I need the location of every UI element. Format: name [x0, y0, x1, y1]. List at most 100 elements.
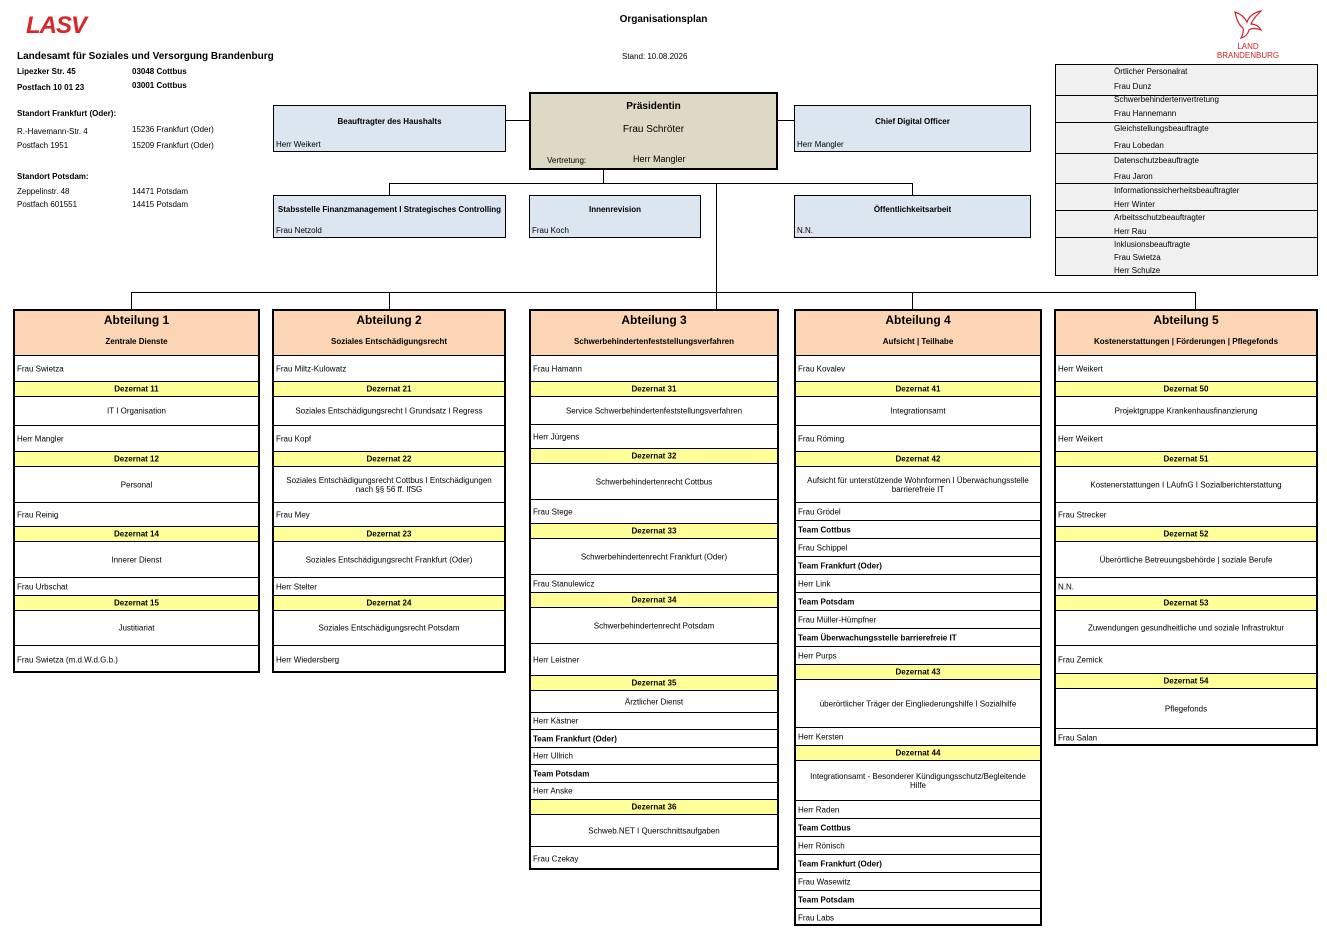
- side-person: Frau Lobedan: [1114, 141, 1164, 150]
- connector-line: [716, 183, 717, 309]
- dezernat-label: Dezernat 11: [15, 381, 258, 396]
- side-panel: Örtlicher Personalrat Frau Dunz Schwerbe…: [1055, 64, 1318, 276]
- dezernat-description: Soziales Entschädigungsrecht I Grundsatz…: [274, 396, 504, 425]
- person-name: Herr Stelter: [274, 577, 504, 595]
- department-subtitle: Kostenerstattungen | Förderungen | Pfleg…: [1093, 337, 1279, 346]
- side-role: Inklusionsbeauftragte: [1114, 240, 1191, 249]
- side-role: Datenschutzbeauftragte: [1114, 156, 1199, 165]
- lasv-logo: LASV: [26, 12, 87, 39]
- dezernat-label: Dezernat 12: [15, 451, 258, 466]
- connector-line: [506, 120, 530, 121]
- dezernat-label: Dezernat 41: [796, 381, 1040, 396]
- connector-line: [912, 183, 913, 195]
- person-name: Frau Röming: [796, 425, 1040, 451]
- frankfurt-postfach-city: 15209 Frankfurt (Oder): [132, 141, 214, 150]
- team-label: Team Potsdam: [796, 592, 1040, 610]
- department-name: Abteilung 3: [621, 313, 687, 327]
- brandenburg-logo-line2: BRANDENBURG: [1216, 51, 1280, 60]
- frankfurt-city: 15236 Frankfurt (Oder): [132, 125, 214, 134]
- team-label: Team Potsdam: [796, 890, 1040, 908]
- dezernat-label: Dezernat 33: [531, 523, 777, 538]
- person-name: Frau Stanulewicz: [531, 574, 777, 592]
- dezernat-label: Dezernat 51: [1056, 451, 1316, 466]
- president-box: Präsidentin Frau Schröter Vertretung: He…: [529, 92, 778, 170]
- cdo-title: Chief Digital Officer: [875, 117, 950, 126]
- eagle-icon: [1234, 10, 1263, 39]
- divider: [1056, 237, 1317, 238]
- person-name: Frau Strecker: [1056, 502, 1316, 526]
- page-title: Organisationsplan: [619, 14, 708, 25]
- dezernat-description: Zuwendungen gesundheitliche und soziale …: [1056, 610, 1316, 645]
- person-name: Herr Weikert: [1056, 425, 1316, 451]
- dezernat-description: Projektgruppe Krankenhausfinanzierung: [1056, 396, 1316, 425]
- person-name: Herr Leistner: [531, 643, 777, 675]
- dezernat-description: Schweb.NET I Querschnittsaufgaben: [531, 814, 777, 846]
- person-name: Frau Hamann: [531, 355, 777, 381]
- dezernat-label: Dezernat 15: [15, 595, 258, 610]
- dezernat-label: Dezernat 14: [15, 526, 258, 541]
- connector-line: [778, 120, 794, 121]
- finanz-box: Stabsstelle Finanzmanagement I Strategis…: [273, 195, 506, 238]
- connector-line: [1195, 292, 1196, 309]
- divider: [1056, 122, 1317, 123]
- finanz-title: Stabsstelle Finanzmanagement I Strategis…: [277, 205, 502, 214]
- frankfurt-street: R.-Havemann-Str. 4: [17, 127, 88, 136]
- brandenburg-logo: LAND BRANDENBURG: [1208, 6, 1288, 60]
- side-person: Herr Winter: [1114, 200, 1155, 209]
- address-main-city: 03048 Cottbus: [132, 67, 187, 76]
- dezernat-label: Dezernat 31: [531, 381, 777, 396]
- dezernat-label: Dezernat 35: [531, 675, 777, 690]
- person-name: Herr Weikert: [1056, 355, 1316, 381]
- person-name: Frau Swietza (m.d.W.d.G.b.): [15, 645, 258, 673]
- dezernat-description: Justitiariat: [15, 610, 258, 645]
- connector-line: [131, 292, 1196, 293]
- person-name: Frau Mey: [274, 502, 504, 526]
- person-name: Frau Swietza: [15, 355, 258, 381]
- dezernat-description: Schwerbehindertenrecht Frankfurt (Oder): [531, 538, 777, 574]
- team-label: Team Potsdam: [531, 764, 777, 782]
- dezernat-description: Integrationsamt: [796, 396, 1040, 425]
- cdo-name: Herr Mangler: [797, 140, 844, 149]
- person-name: Frau Reinig: [15, 502, 258, 526]
- person-name: N.N.: [1056, 577, 1316, 595]
- person-name: Herr Wiedersberg: [274, 645, 504, 673]
- person-name: Frau Wasewitz: [796, 872, 1040, 890]
- brandenburg-logo-line1: LAND: [1237, 42, 1259, 51]
- president-deputy: Herr Mangler: [633, 154, 686, 164]
- dezernat-description: Soziales Entschädigungsrecht Frankfurt (…: [274, 541, 504, 577]
- dezernat-label: Dezernat 32: [531, 448, 777, 463]
- side-person: Frau Swietza: [1114, 253, 1161, 262]
- connector-line: [912, 292, 913, 309]
- dezernat-label: Dezernat 53: [1056, 595, 1316, 610]
- cdo-box: Chief Digital Officer Herr Mangler: [794, 105, 1031, 152]
- frankfurt-postfach: Postfach 1951: [17, 141, 69, 150]
- person-name: Herr Link: [796, 574, 1040, 592]
- dezernat-description: Schwerbehindertenrecht Cottbus: [531, 463, 777, 499]
- divider: [1056, 153, 1317, 154]
- department-subtitle: Aufsicht | Teilhabe: [882, 337, 954, 346]
- team-label: Team Cottbus: [796, 818, 1040, 836]
- haushalt-name: Herr Weikert: [276, 140, 321, 149]
- person-name: Frau Müller-Hümpfner: [796, 610, 1040, 628]
- team-label: Team Frankfurt (Oder): [531, 729, 777, 747]
- person-name: Frau Urbschat: [15, 577, 258, 595]
- department-subtitle: Schwerbehindertenfeststellungsverfahren: [573, 337, 735, 346]
- dezernat-label: Dezernat 42: [796, 451, 1040, 466]
- finanz-name: Frau Netzold: [276, 226, 322, 235]
- haushalt-box: Beauftragter des Haushalts Herr Weikert: [273, 105, 506, 152]
- president-name: Frau Schröter: [622, 124, 685, 135]
- oeffentlichkeit-name: N.N.: [797, 226, 813, 235]
- potsdam-title: Standort Potsdam:: [17, 172, 89, 181]
- dezernat-label: Dezernat 50: [1056, 381, 1316, 396]
- frankfurt-title: Standort Frankfurt (Oder):: [17, 109, 117, 118]
- department-name: Abteilung 4: [885, 313, 951, 327]
- dezernat-description: Aufsicht für unterstützende Wohnformen I…: [796, 466, 1040, 502]
- side-role: Örtlicher Personalrat: [1114, 67, 1188, 76]
- stand-date: Stand: 10.08.2026: [622, 52, 688, 61]
- connector-line: [389, 183, 912, 184]
